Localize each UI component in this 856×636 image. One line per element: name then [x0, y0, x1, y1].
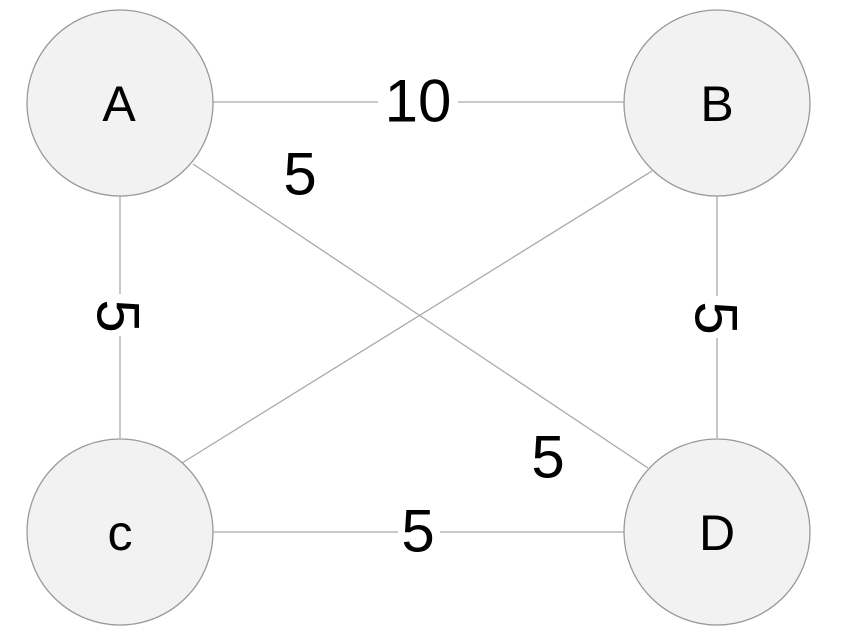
- weight-a-b: 10: [385, 68, 452, 135]
- weight-b-d: 5: [683, 301, 750, 334]
- edge-weights: 10 5 5 5 5 5: [85, 68, 750, 565]
- weight-a-d-lower: 5: [531, 424, 564, 491]
- node-b: B: [623, 9, 811, 197]
- node-c-label: c: [108, 505, 133, 561]
- edges: [119, 101, 718, 533]
- weight-a-d-upper: 5: [283, 141, 316, 208]
- node-a: A: [26, 9, 214, 197]
- edge-a-d: [192, 163, 649, 469]
- node-c: c: [26, 438, 214, 626]
- node-b-label: B: [700, 76, 733, 132]
- edge-b-c: [181, 170, 653, 464]
- node-d: D: [623, 438, 811, 626]
- weight-c-d: 5: [401, 498, 434, 565]
- weight-a-c: 5: [85, 299, 152, 332]
- node-a-label: A: [102, 76, 136, 132]
- node-d-label: D: [699, 505, 735, 561]
